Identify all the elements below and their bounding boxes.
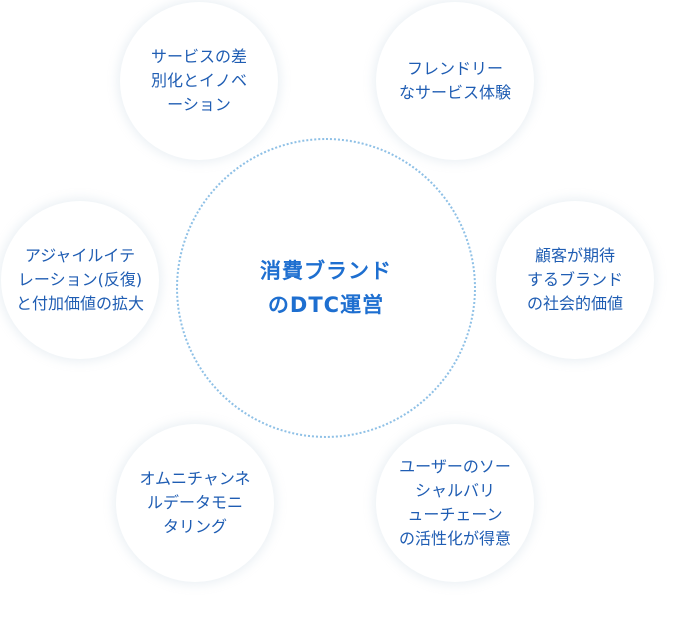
node-label: フレンドリー なサービス体験 [398,59,511,102]
node-label: ユーザーのソー シャルバリ ューチェーン の活性化が得意 [398,457,511,548]
node-label: アジャイルイテ レーション(反復) と付加価値の拡大 [15,246,144,313]
node-label: 顧客が期待 するブランド の社会的価値 [526,246,623,313]
node-omnichannel-monitoring: オムニチャンネ ルデータモニ タリング [116,424,274,582]
node-service-differentiation: サービスの差 別化とイノベ ーション [120,2,278,160]
node-label: サービスの差 別化とイノベ ーション [150,47,247,114]
node-brand-social-value: 顧客が期待 するブランド の社会的価値 [496,201,654,359]
node-label: オムニチャンネ ルデータモニ タリング [139,469,251,536]
node-friendly-service-experience: フレンドリー なサービス体験 [376,2,534,160]
node-agile-iteration: アジャイルイテ レーション(反復) と付加価値の拡大 [1,201,159,359]
node-social-value-chain: ユーザーのソー シャルバリ ューチェーン の活性化が得意 [376,424,534,582]
center-circle: 消費ブランド のDTC運営 [176,138,476,438]
center-title: 消費ブランド のDTC運営 [260,259,392,317]
